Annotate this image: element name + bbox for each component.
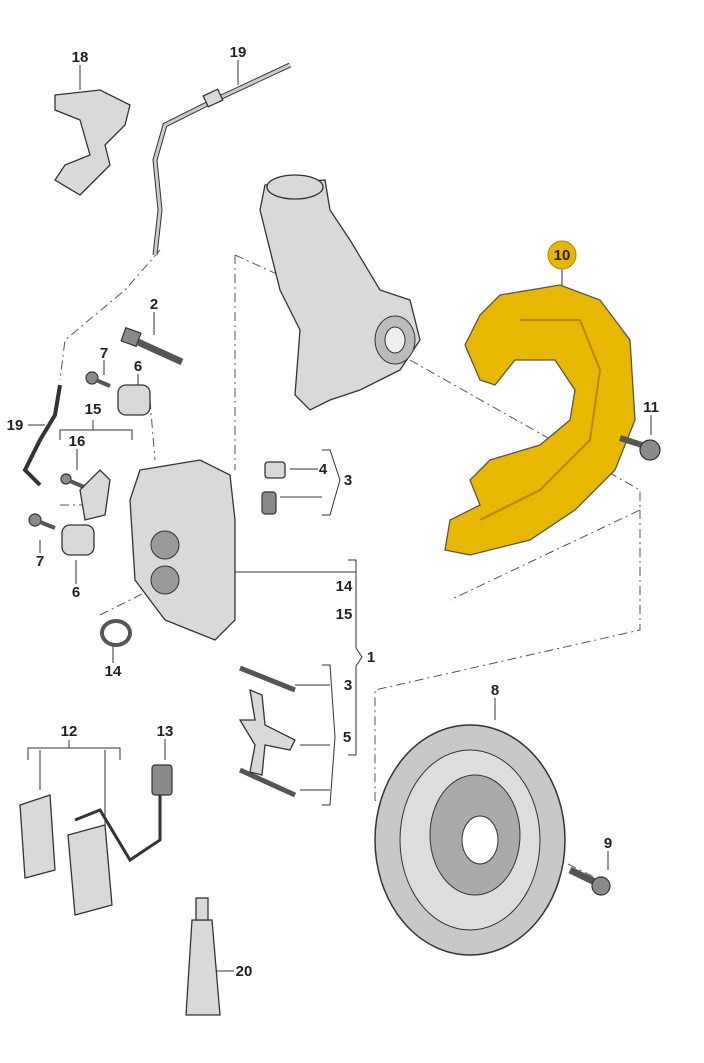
label-11: 11 [643, 399, 659, 416]
label-20: 20 [236, 963, 253, 980]
label-19: 19 [230, 44, 247, 61]
part-3-bolt [261, 491, 277, 515]
label-3: 3 [344, 472, 352, 489]
label-9: 9 [604, 835, 612, 852]
label-5: 5 [343, 729, 351, 746]
label-18: 18 [72, 49, 89, 66]
part-10-splash-shield [444, 284, 636, 556]
label-14: 14 [105, 663, 122, 680]
label-7: 7 [100, 345, 108, 362]
label-6: 6 [134, 358, 142, 375]
part-13-wear-sensor [74, 764, 173, 863]
part-15-clip [79, 469, 111, 521]
part-16-screw [60, 473, 85, 489]
part-8-brake-disc [374, 724, 566, 956]
label-4: 4 [319, 461, 328, 478]
label-1: 1 [367, 649, 375, 666]
part-9-screw [568, 866, 611, 896]
label-7: 7 [36, 553, 44, 570]
label-13: 13 [157, 723, 174, 740]
label-14: 14 [336, 578, 353, 595]
part-3-pins [238, 665, 297, 798]
part-6-bushing [61, 384, 151, 556]
label-16: 16 [69, 433, 86, 450]
label-3: 3 [344, 677, 352, 694]
part-5-spring [238, 688, 296, 776]
part-14-seal [100, 619, 132, 647]
label-6: 6 [72, 584, 80, 601]
part-19-sensor-wire [22, 384, 62, 487]
label-2: 2 [150, 296, 158, 313]
label-12: 12 [61, 723, 78, 740]
part-4-bleeder [264, 461, 286, 479]
part-18-bracket [54, 89, 131, 196]
leader-lines [27, 60, 652, 972]
part-caliper [129, 459, 236, 641]
label-19: 19 [7, 417, 24, 434]
part-20-grease-tube [185, 897, 221, 1016]
part-steering-knuckle [259, 174, 421, 411]
part-19-sensor-cable [152, 62, 292, 256]
callout-labels: 18 19 10 2 7 6 19 15 16 11 4 3 7 6 14 15… [7, 44, 659, 980]
part-11-bolt [619, 435, 661, 461]
label-8: 8 [491, 682, 499, 699]
part-12-pads [19, 794, 113, 916]
highlight-badge [547, 240, 577, 270]
label-10: 10 [554, 247, 571, 264]
part-7-screw [28, 371, 111, 530]
part-2-bolt [120, 326, 184, 366]
label-15: 15 [336, 606, 353, 623]
label-15: 15 [85, 401, 102, 418]
